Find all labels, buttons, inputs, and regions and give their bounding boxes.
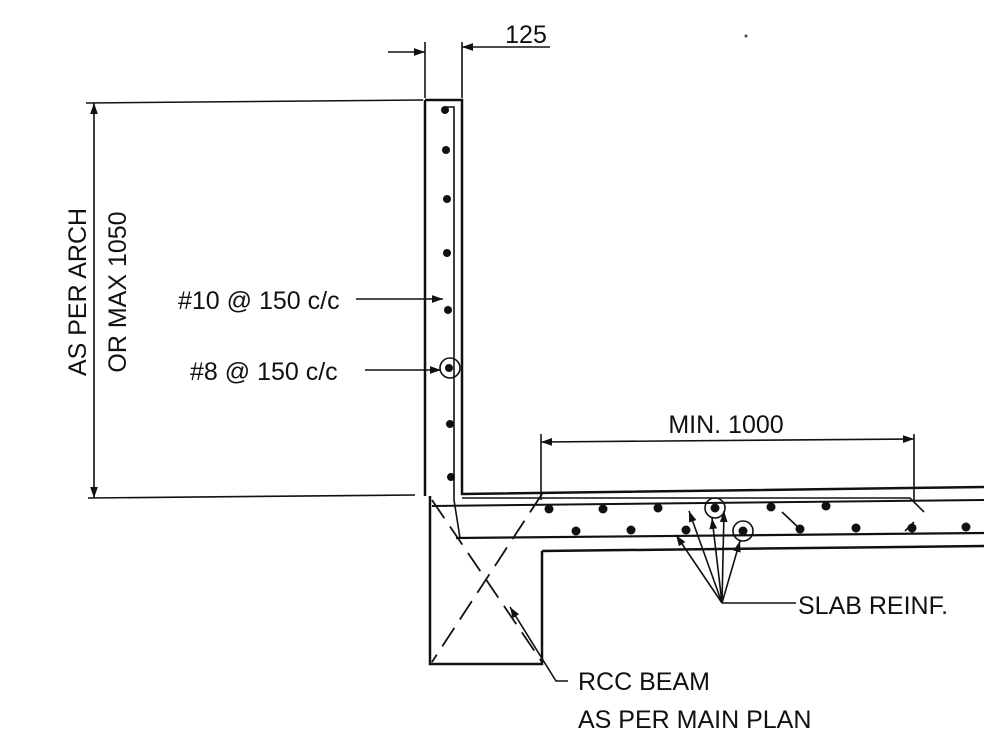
- bar-dot: [961, 522, 971, 532]
- dim-label-min-1000: MIN. 1000: [668, 411, 783, 439]
- bar-dot: [766, 502, 776, 512]
- bar-dot: [626, 525, 636, 535]
- label-rcc-beam: RCC BEAM: [578, 668, 710, 696]
- label-as-per-main-plan: AS PER MAIN PLAN: [578, 706, 811, 734]
- slab-top-bar: [462, 497, 925, 513]
- parapet-wall: [423, 98, 984, 496]
- bar-dot: [443, 195, 451, 203]
- label-slab-reinf: SLAB REINF.: [798, 592, 948, 620]
- leader-rcc-beam: [509, 606, 568, 682]
- bar-dot: [598, 504, 608, 514]
- bar-dot: [447, 473, 455, 481]
- bar-dot: [681, 525, 691, 535]
- dim-label-125: 125: [505, 21, 547, 49]
- dimension-wall-thickness: [388, 42, 550, 98]
- beam-cross-lines: [431, 493, 543, 663]
- rcc-beam: [428, 496, 544, 666]
- dim-label-as-per-arch: AS PER ARCH: [64, 208, 92, 376]
- speck: [744, 34, 748, 38]
- bar-dot: [821, 501, 831, 511]
- bar-dot: [445, 364, 453, 372]
- wall-bar-dots: [441, 106, 455, 481]
- slab-bent-bars: [781, 511, 915, 532]
- circled-bars: [439, 357, 754, 542]
- dim-label-max-1050: OR MAX 1050: [104, 211, 132, 372]
- bar-dot: [653, 503, 663, 513]
- label-horizontal-bars: #8 @ 150 c/c: [190, 358, 338, 386]
- bar-dot: [851, 523, 861, 533]
- bar-dot: [544, 504, 554, 514]
- bar-dot: [571, 526, 581, 536]
- bar-dot: [444, 306, 452, 314]
- bar-dot: [446, 420, 454, 428]
- leader-slab-reinf: [675, 510, 796, 604]
- wall-vertical-bar: [446, 106, 461, 539]
- bar-dot: [442, 146, 450, 154]
- slab-top-dots: [544, 501, 831, 514]
- bar-dot: [443, 249, 451, 257]
- label-vertical-bars: #10 @ 150 c/c: [178, 287, 340, 315]
- dimension-min-anchorage: [540, 434, 915, 500]
- bar-dot: [441, 106, 449, 114]
- dimension-parapet-height: [85, 99, 424, 499]
- slab: [431, 499, 984, 553]
